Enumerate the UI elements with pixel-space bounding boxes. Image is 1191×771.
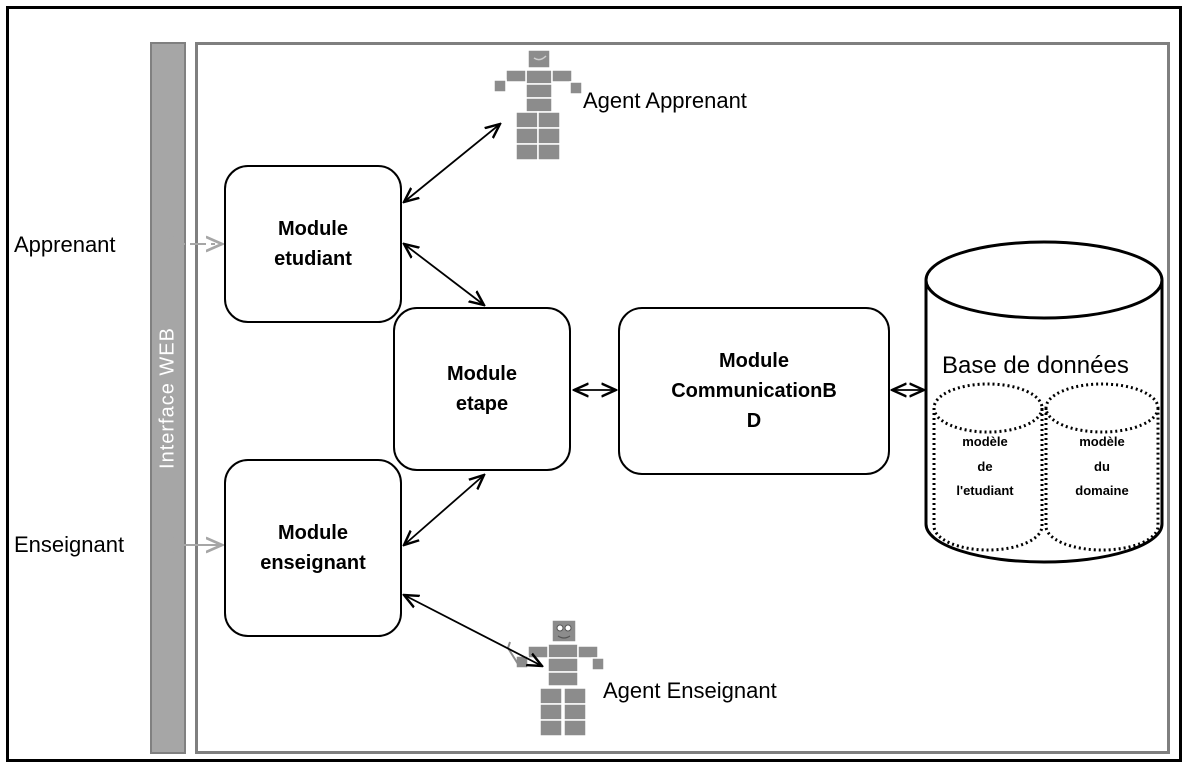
- module-communication-line1: Module: [719, 350, 789, 372]
- module-communication-line2: CommunicationB: [671, 380, 837, 402]
- module-etape: Module etape: [393, 307, 571, 471]
- enseignant-etape-arrow: [404, 475, 484, 545]
- system-boundary: [195, 42, 1170, 754]
- module-etudiant-line2: etudiant: [274, 248, 352, 270]
- web-interface-bar: Interface WEB: [150, 42, 186, 754]
- module-enseignant: Module enseignant: [224, 459, 402, 637]
- actor-learner-label: Apprenant: [14, 232, 116, 257]
- module-enseignant-line1: Module: [277, 522, 348, 544]
- module-communication: Module CommunicationB D: [618, 307, 890, 475]
- learner-agent-robot-icon: [493, 49, 583, 161]
- module-etudiant-line1: Module: [278, 218, 348, 240]
- etudiant-etape-arrow: [404, 244, 484, 305]
- learner-agent-label: Agent Apprenant: [583, 88, 747, 113]
- module-etudiant: Module etudiant: [224, 165, 402, 323]
- module-communication-line3: D: [746, 410, 762, 432]
- module-enseignant-line2: enseignant: [260, 552, 366, 574]
- teacher-agent-label: Agent Enseignant: [603, 678, 777, 703]
- database-model-student: modèle de l'etudiant: [956, 434, 1014, 499]
- module-etape-line2: etape: [455, 393, 509, 415]
- database-model-domain: modèle du domaine: [1075, 434, 1129, 499]
- database-cylinder: [924, 240, 1164, 564]
- database-title: Base de données: [940, 352, 1131, 380]
- enseignant-agent-arrow: [404, 595, 542, 666]
- module-etape-line1: Module: [447, 363, 517, 385]
- etudiant-agent-arrow: [404, 124, 500, 202]
- actor-teacher-label: Enseignant: [14, 532, 125, 557]
- diagram-frame: [6, 6, 1182, 762]
- teacher-agent-robot-icon: [507, 619, 605, 737]
